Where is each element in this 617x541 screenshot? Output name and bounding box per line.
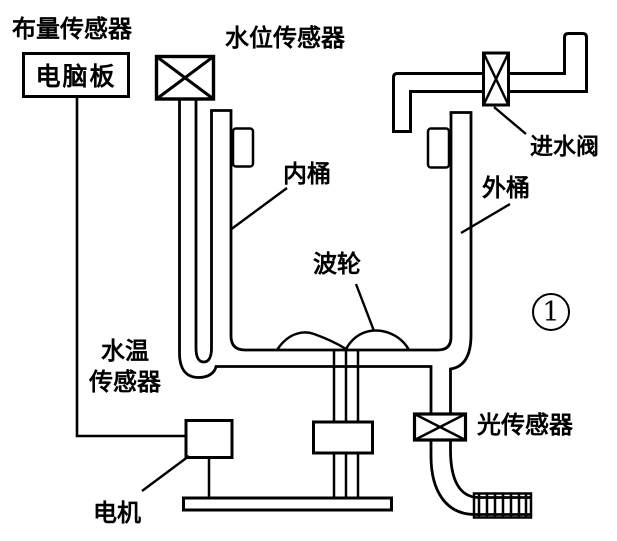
- water-temp-sensor-label: 水温 传感器: [86, 336, 164, 398]
- motor-label: 电机: [93, 499, 141, 527]
- pulsator-label: 波轮: [313, 250, 361, 278]
- inner-tub-right-clip: [426, 127, 451, 169]
- cloth-amount-sensor-label: 布量传感器: [12, 15, 132, 43]
- outer-tub-label: 外桶: [482, 174, 530, 202]
- water-temp-sensor-label-line2: 传感器: [89, 368, 161, 396]
- inlet-valve-symbol: [482, 51, 510, 107]
- water-temp-sensor-label-line1: 水温: [101, 337, 149, 365]
- inner-tub-label: 内桶: [283, 160, 331, 188]
- inner-tub-left-clip: [231, 127, 255, 168]
- corrugated-hose-end: [472, 492, 533, 519]
- inner-tub-leader-line: [230, 187, 288, 230]
- pulsator-shape: [275, 329, 411, 351]
- motor-box: [184, 419, 234, 459]
- clutch-box: [312, 420, 374, 455]
- water-level-sensor-label: 水位传感器: [225, 24, 345, 52]
- computer-board-box: 电脑板: [22, 52, 130, 98]
- motor-leader-line: [141, 455, 190, 492]
- inlet-pipe-left: [392, 72, 484, 133]
- drive-shaft: [332, 350, 360, 498]
- pulsator-leader-line: [354, 283, 376, 332]
- outer-tub-leader-line: [460, 202, 511, 235]
- figure-number-badge: 1: [532, 293, 570, 331]
- drain-hose-inner: [449, 440, 531, 499]
- computer-board-label: 电脑板: [35, 62, 117, 91]
- light-sensor-valve-symbol: [412, 412, 468, 442]
- inlet-valve-label: 进水阀: [530, 134, 599, 160]
- outer-tub-bottom-and-air-tube: [178, 99, 433, 414]
- inlet-valve-leader-line: [493, 106, 527, 135]
- tub-walls-outline: [194, 99, 473, 414]
- inlet-pipe-right: [508, 32, 588, 93]
- light-sensor-label: 光传感器: [477, 411, 573, 439]
- drain-hose-outer: [429, 440, 531, 516]
- computer-board-wire: [75, 95, 186, 438]
- base-plate: [182, 496, 393, 512]
- water-level-sensor-symbol: [154, 54, 216, 101]
- figure-number-text: 1: [542, 296, 560, 328]
